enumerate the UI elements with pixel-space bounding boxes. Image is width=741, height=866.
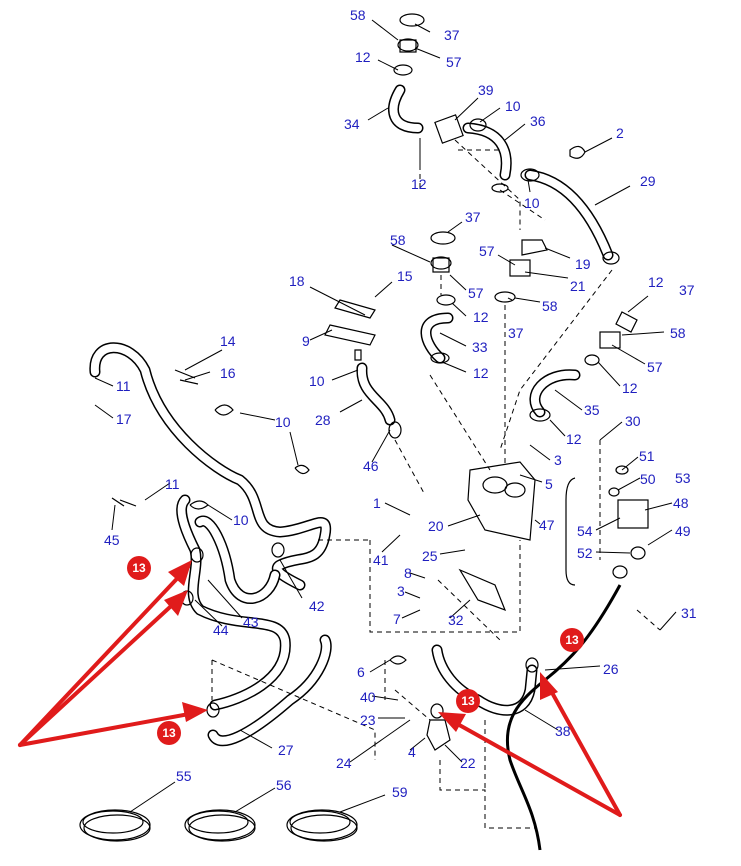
callout-31: 31 bbox=[681, 605, 697, 621]
callout-44: 44 bbox=[213, 622, 229, 638]
callout-37: 37 bbox=[679, 282, 695, 298]
callout-3: 3 bbox=[554, 452, 562, 468]
callout-20: 20 bbox=[428, 518, 444, 534]
callout-7: 7 bbox=[393, 611, 401, 627]
highlight-badge-4: 13 bbox=[560, 628, 584, 652]
callout-11: 11 bbox=[116, 378, 131, 394]
callout-34: 34 bbox=[344, 116, 360, 132]
callout-32: 32 bbox=[448, 612, 464, 628]
callout-19: 19 bbox=[575, 256, 591, 272]
svg-text:13: 13 bbox=[132, 561, 146, 575]
callout-25: 25 bbox=[422, 548, 438, 564]
callout-18: 18 bbox=[289, 273, 305, 289]
callout-54: 54 bbox=[577, 523, 593, 539]
callout-51: 51 bbox=[639, 448, 655, 464]
callout-12: 12 bbox=[648, 274, 664, 290]
callout-4: 4 bbox=[408, 744, 416, 760]
callout-39: 39 bbox=[478, 82, 494, 98]
callout-37: 37 bbox=[444, 27, 460, 43]
callout-29: 29 bbox=[640, 173, 656, 189]
callout-50: 50 bbox=[640, 471, 656, 487]
callout-17: 17 bbox=[116, 411, 132, 427]
dashed-lines bbox=[211, 138, 661, 829]
callout-58: 58 bbox=[542, 298, 558, 314]
callout-59: 59 bbox=[392, 784, 408, 800]
callout-1: 1 bbox=[373, 495, 381, 511]
callout-12: 12 bbox=[566, 431, 582, 447]
callout-58: 58 bbox=[350, 7, 366, 23]
svg-text:13: 13 bbox=[461, 694, 475, 708]
callout-42: 42 bbox=[309, 598, 325, 614]
highlight-badge-1: 13 bbox=[127, 556, 151, 580]
callout-48: 48 bbox=[673, 495, 689, 511]
callout-53: 53 bbox=[675, 470, 691, 486]
callout-10: 10 bbox=[233, 512, 249, 528]
callout-46: 46 bbox=[363, 458, 379, 474]
callout-57: 57 bbox=[479, 243, 495, 259]
callout-30: 30 bbox=[625, 413, 641, 429]
callout-14: 14 bbox=[220, 333, 236, 349]
callout-40: 40 bbox=[360, 689, 376, 705]
part-shapes bbox=[111, 13, 649, 751]
callout-24: 24 bbox=[336, 755, 352, 771]
callout-23: 23 bbox=[360, 712, 376, 728]
callout-5: 5 bbox=[545, 476, 553, 492]
group-bracket bbox=[565, 477, 576, 586]
callout-6: 6 bbox=[357, 664, 365, 680]
highlight-badge-3: 13 bbox=[456, 689, 480, 713]
callout-37: 37 bbox=[508, 325, 524, 341]
coil-59 bbox=[286, 809, 358, 842]
callout-37: 37 bbox=[465, 209, 481, 225]
callout-10: 10 bbox=[524, 195, 540, 211]
callout-12: 12 bbox=[622, 380, 638, 396]
red-arrows bbox=[18, 560, 622, 817]
callout-10: 10 bbox=[275, 414, 291, 430]
callout-35: 35 bbox=[584, 402, 600, 418]
callout-10: 10 bbox=[309, 373, 325, 389]
svg-text:13: 13 bbox=[162, 726, 176, 740]
svg-text:13: 13 bbox=[565, 633, 579, 647]
callout-55: 55 bbox=[176, 768, 192, 784]
highlight-badge-2: 13 bbox=[157, 721, 181, 745]
callout-12: 12 bbox=[473, 365, 489, 381]
coil-56 bbox=[184, 809, 256, 842]
callout-16: 16 bbox=[220, 365, 236, 381]
callout-57: 57 bbox=[446, 54, 462, 70]
callout-numbers: 58 37 12 57 39 10 34 36 2 12 10 29 37 58… bbox=[104, 7, 697, 800]
callout-26: 26 bbox=[603, 661, 619, 677]
callout-28: 28 bbox=[315, 412, 331, 428]
callout-9: 9 bbox=[302, 333, 310, 349]
callout-10: 10 bbox=[505, 98, 521, 114]
callout-38: 38 bbox=[555, 723, 571, 739]
callout-12: 12 bbox=[473, 309, 489, 325]
callout-58: 58 bbox=[670, 325, 686, 341]
callout-3: 3 bbox=[397, 583, 405, 599]
coil-55 bbox=[79, 809, 151, 842]
callout-57: 57 bbox=[647, 359, 663, 375]
callout-45: 45 bbox=[104, 532, 120, 548]
callout-22: 22 bbox=[460, 755, 476, 771]
callout-11: 11 bbox=[165, 476, 180, 492]
callout-36: 36 bbox=[530, 113, 546, 129]
callout-2: 2 bbox=[616, 125, 624, 141]
callout-47: 47 bbox=[539, 517, 555, 533]
callout-21: 21 bbox=[570, 278, 586, 294]
callout-8: 8 bbox=[404, 565, 412, 581]
callout-58: 58 bbox=[390, 232, 406, 248]
callout-56: 56 bbox=[276, 777, 292, 793]
callout-33: 33 bbox=[472, 339, 488, 355]
leader-lines bbox=[94, 19, 677, 813]
callout-15: 15 bbox=[397, 268, 413, 284]
callout-52: 52 bbox=[577, 545, 593, 561]
callout-12: 12 bbox=[355, 49, 371, 65]
callout-43: 43 bbox=[243, 614, 259, 630]
callout-41: 41 bbox=[373, 552, 389, 568]
callout-49: 49 bbox=[675, 523, 691, 539]
callout-12: 12 bbox=[411, 176, 427, 192]
hose-network bbox=[89, 84, 614, 747]
callout-27: 27 bbox=[278, 742, 294, 758]
callout-57: 57 bbox=[468, 285, 484, 301]
